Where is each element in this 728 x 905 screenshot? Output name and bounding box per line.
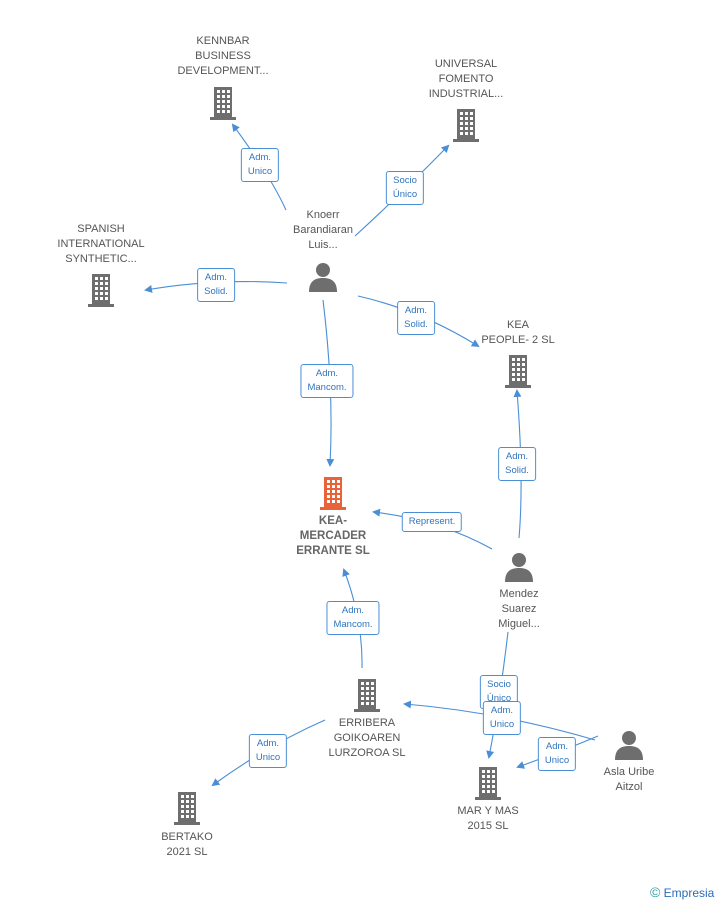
person-icon — [615, 731, 643, 760]
node-universal[interactable] — [451, 108, 481, 147]
relation-label[interactable]: Adm. Unico — [482, 701, 522, 735]
building-icon — [174, 792, 200, 825]
building-icon — [210, 87, 236, 120]
brand-logo: © Empresia — [650, 884, 714, 900]
relation-label[interactable]: Adm. Mancom. — [326, 601, 380, 635]
node-label-keamercader[interactable]: KEA- MERCADER ERRANTE SL — [296, 515, 370, 557]
building-icon — [475, 767, 501, 800]
relation-label[interactable]: Adm. Mancom. — [300, 364, 354, 398]
relation-label[interactable]: Socio Único — [385, 171, 425, 205]
node-knoerr[interactable] — [308, 262, 338, 297]
node-maryymas[interactable] — [473, 766, 503, 805]
node-label-mendez[interactable]: Mendez Suarez Miguel... — [498, 588, 540, 630]
relation-label[interactable]: Represent. — [401, 512, 463, 532]
relation-label[interactable]: Adm. Unico — [240, 148, 280, 182]
relation-label[interactable]: Adm. Solid. — [397, 301, 435, 335]
node-kennbar[interactable] — [208, 86, 238, 125]
building-icon — [320, 477, 346, 510]
node-label-keapeople[interactable]: KEA PEOPLE- 2 SL — [481, 319, 555, 346]
node-erribera[interactable] — [352, 678, 382, 717]
node-label-asla[interactable]: Asla Uribe Aitzol — [603, 766, 655, 793]
node-label-knoerr[interactable]: Knoerr Barandiaran Luis... — [293, 209, 353, 251]
node-mendez[interactable] — [504, 552, 534, 587]
building-icon — [505, 355, 531, 388]
node-label-universal[interactable]: UNIVERSAL FOMENTO INDUSTRIAL... — [428, 58, 504, 100]
node-asla[interactable] — [614, 730, 644, 765]
node-label-maryymas[interactable]: MAR Y MAS 2015 SL — [457, 805, 519, 832]
relation-label[interactable]: Adm. Unico — [248, 734, 288, 768]
copyright-icon: © — [650, 884, 661, 900]
node-keamercader[interactable] — [318, 476, 348, 515]
building-icon — [453, 109, 479, 142]
node-spanish[interactable] — [86, 273, 116, 312]
relation-label[interactable]: Adm. Solid. — [197, 268, 235, 302]
relation-label[interactable]: Adm. Solid. — [498, 447, 536, 481]
building-icon — [88, 274, 114, 307]
person-icon — [505, 553, 533, 582]
node-keapeople[interactable] — [503, 354, 533, 393]
node-label-spanish[interactable]: SPANISH INTERNATIONAL SYNTHETIC... — [57, 223, 145, 265]
building-icon — [354, 679, 380, 712]
node-label-erribera[interactable]: ERRIBERA GOIKOAREN LURZOROA SL — [328, 717, 406, 759]
node-label-bertako[interactable]: BERTAKO 2021 SL — [161, 831, 213, 858]
node-bertako[interactable] — [172, 791, 202, 830]
brand-name: Empresia — [663, 886, 715, 900]
person-icon — [309, 263, 337, 292]
node-label-kennbar[interactable]: KENNBAR BUSINESS DEVELOPMENT... — [177, 35, 269, 77]
relation-label[interactable]: Adm. Unico — [537, 737, 577, 771]
